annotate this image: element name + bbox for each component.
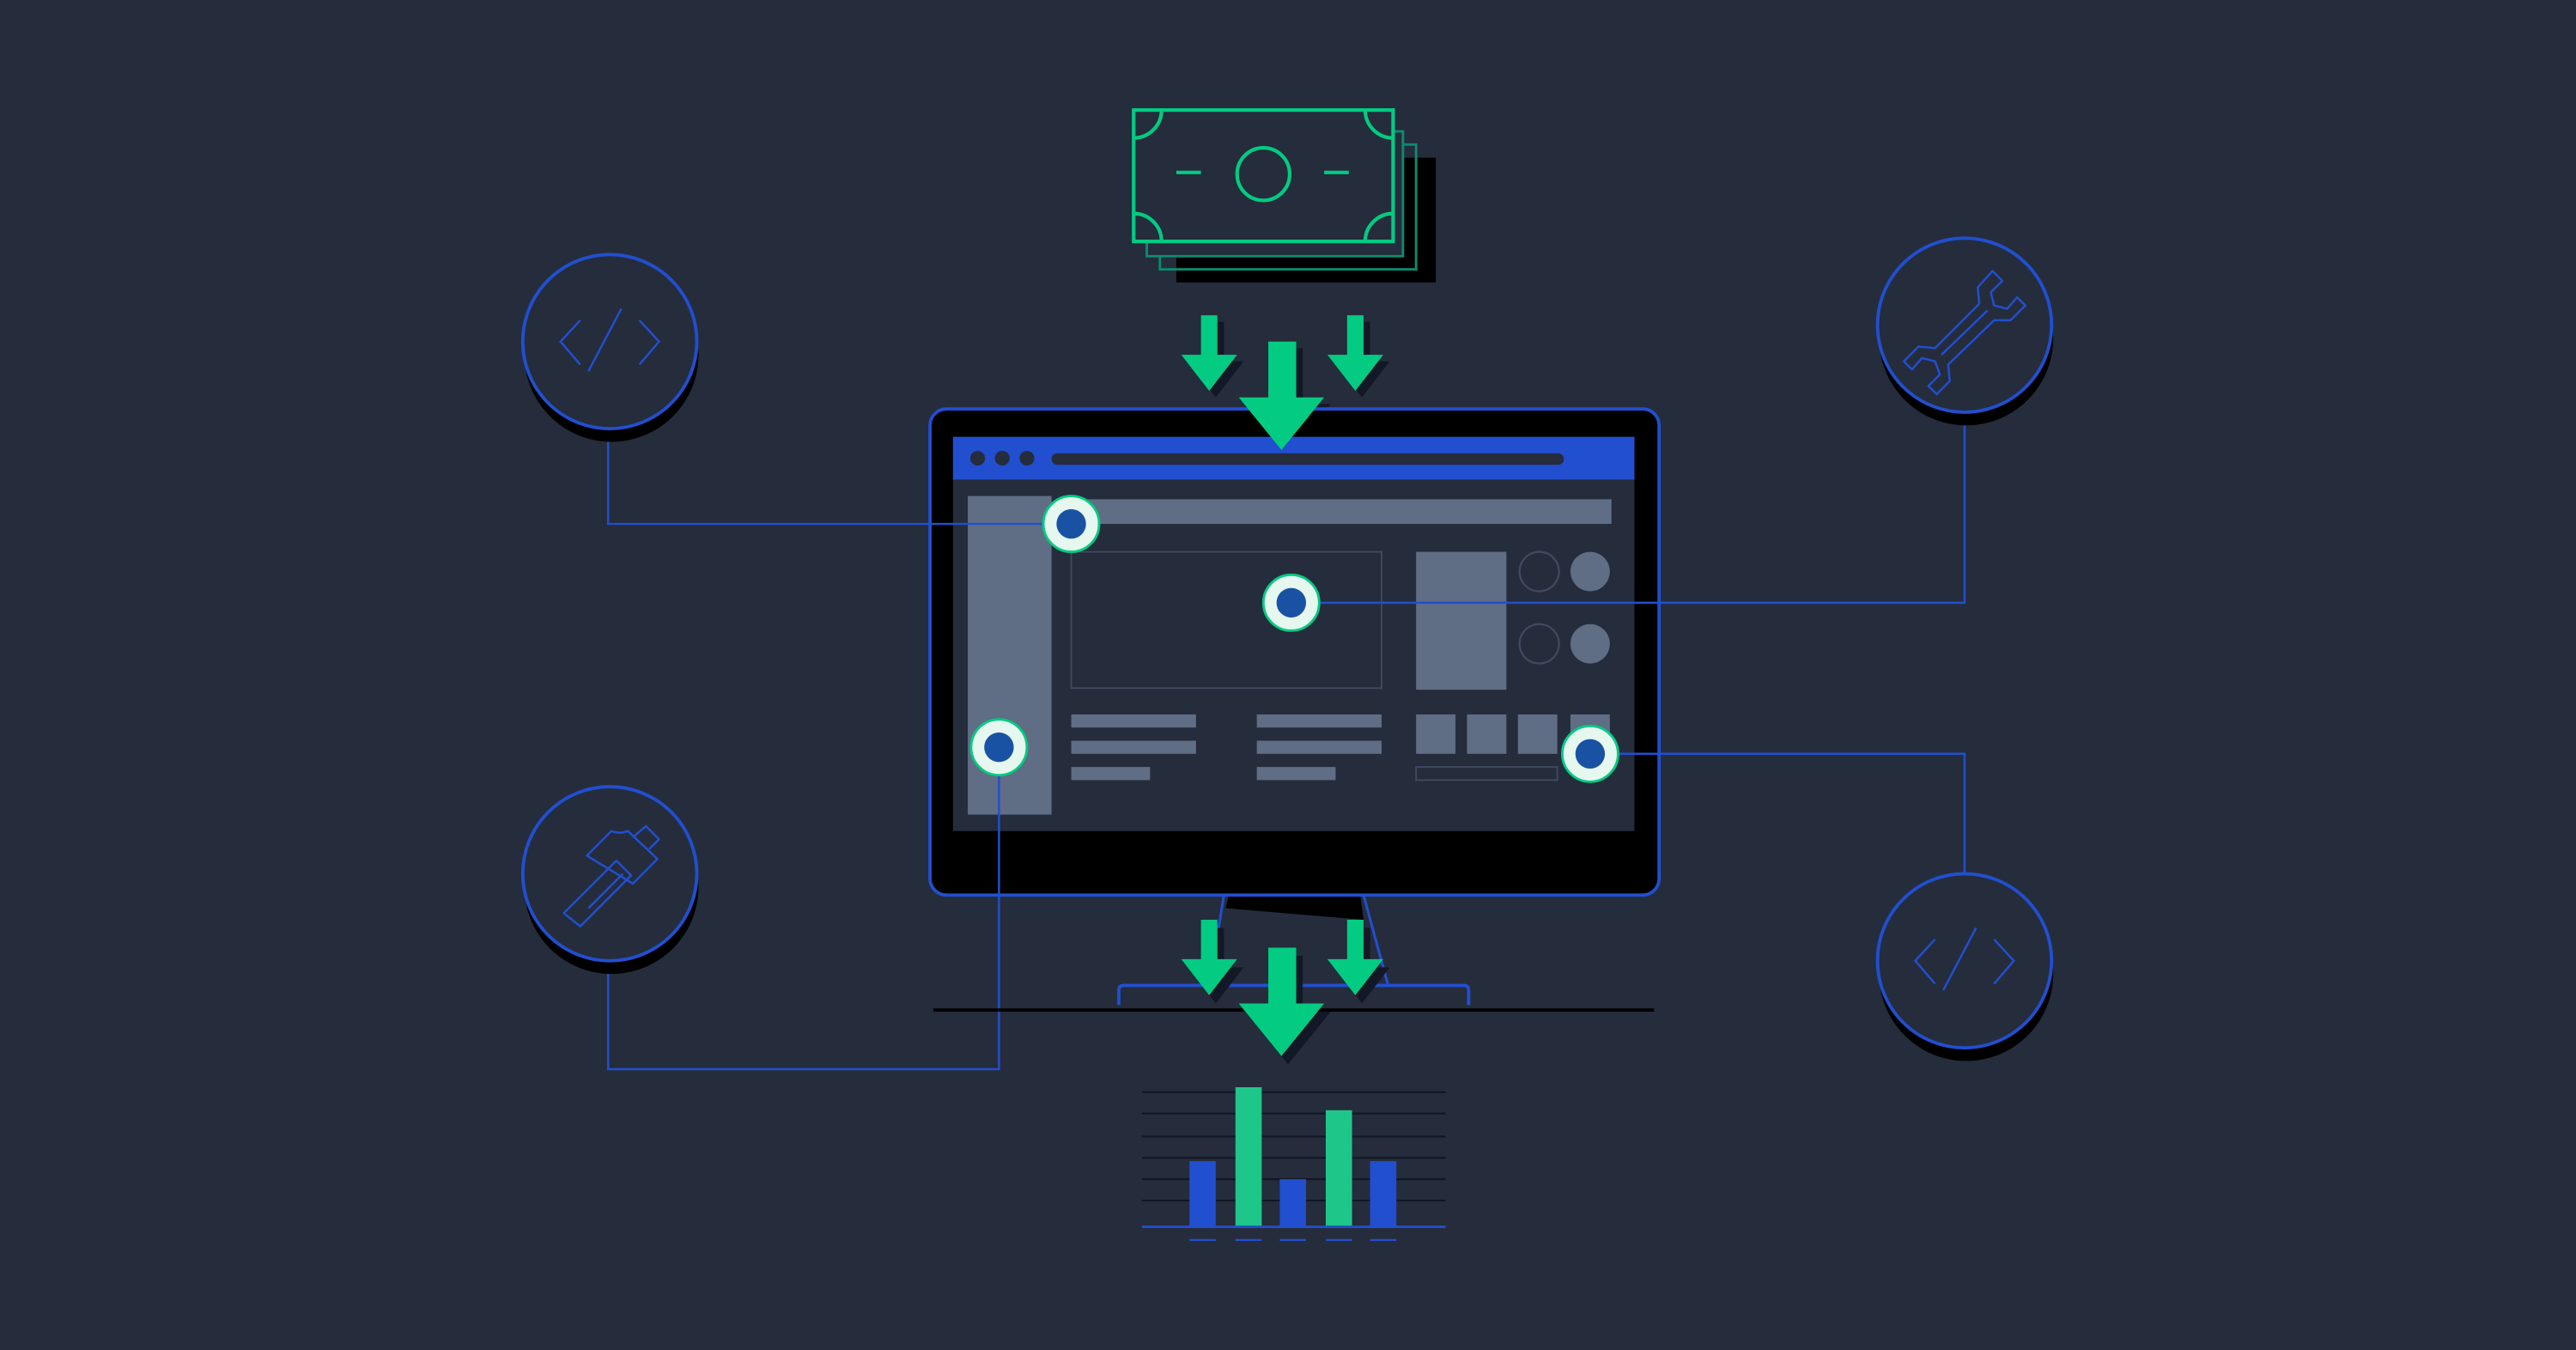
code-node-top-left — [520, 252, 699, 442]
hammer-node-bottom-left — [520, 785, 699, 975]
down-arrows-bottom — [1181, 919, 1390, 1065]
bar-3 — [1279, 1179, 1307, 1227]
code-icon — [1913, 927, 2015, 991]
monitor — [928, 407, 1662, 1012]
hotspot-markers — [969, 495, 1619, 783]
hotspot-tiles — [1560, 724, 1619, 783]
wrench-node-top-right — [1875, 236, 2054, 426]
website-wireframe — [952, 436, 1635, 831]
code-icon — [559, 307, 661, 372]
hotspot-header — [1042, 495, 1101, 554]
address-bar — [1051, 453, 1564, 465]
hammer-icon — [562, 824, 660, 927]
code-node-bottom-right — [1875, 872, 2054, 1061]
money-bill-stack-icon — [1132, 108, 1437, 283]
down-arrow-main-top — [1238, 341, 1325, 450]
wrench-icon — [1902, 270, 2026, 396]
bar-5 — [1370, 1161, 1397, 1227]
bar-1 — [1189, 1161, 1216, 1227]
hotspot-sidebar — [969, 718, 1029, 777]
header-bar — [1071, 499, 1612, 525]
bar-2 — [1235, 1087, 1262, 1227]
connector-lines — [607, 410, 1966, 1071]
hotspot-content — [1261, 573, 1321, 632]
bar-chart — [1141, 1087, 1446, 1242]
content-frame — [1070, 550, 1382, 690]
bar-4 — [1325, 1110, 1352, 1227]
